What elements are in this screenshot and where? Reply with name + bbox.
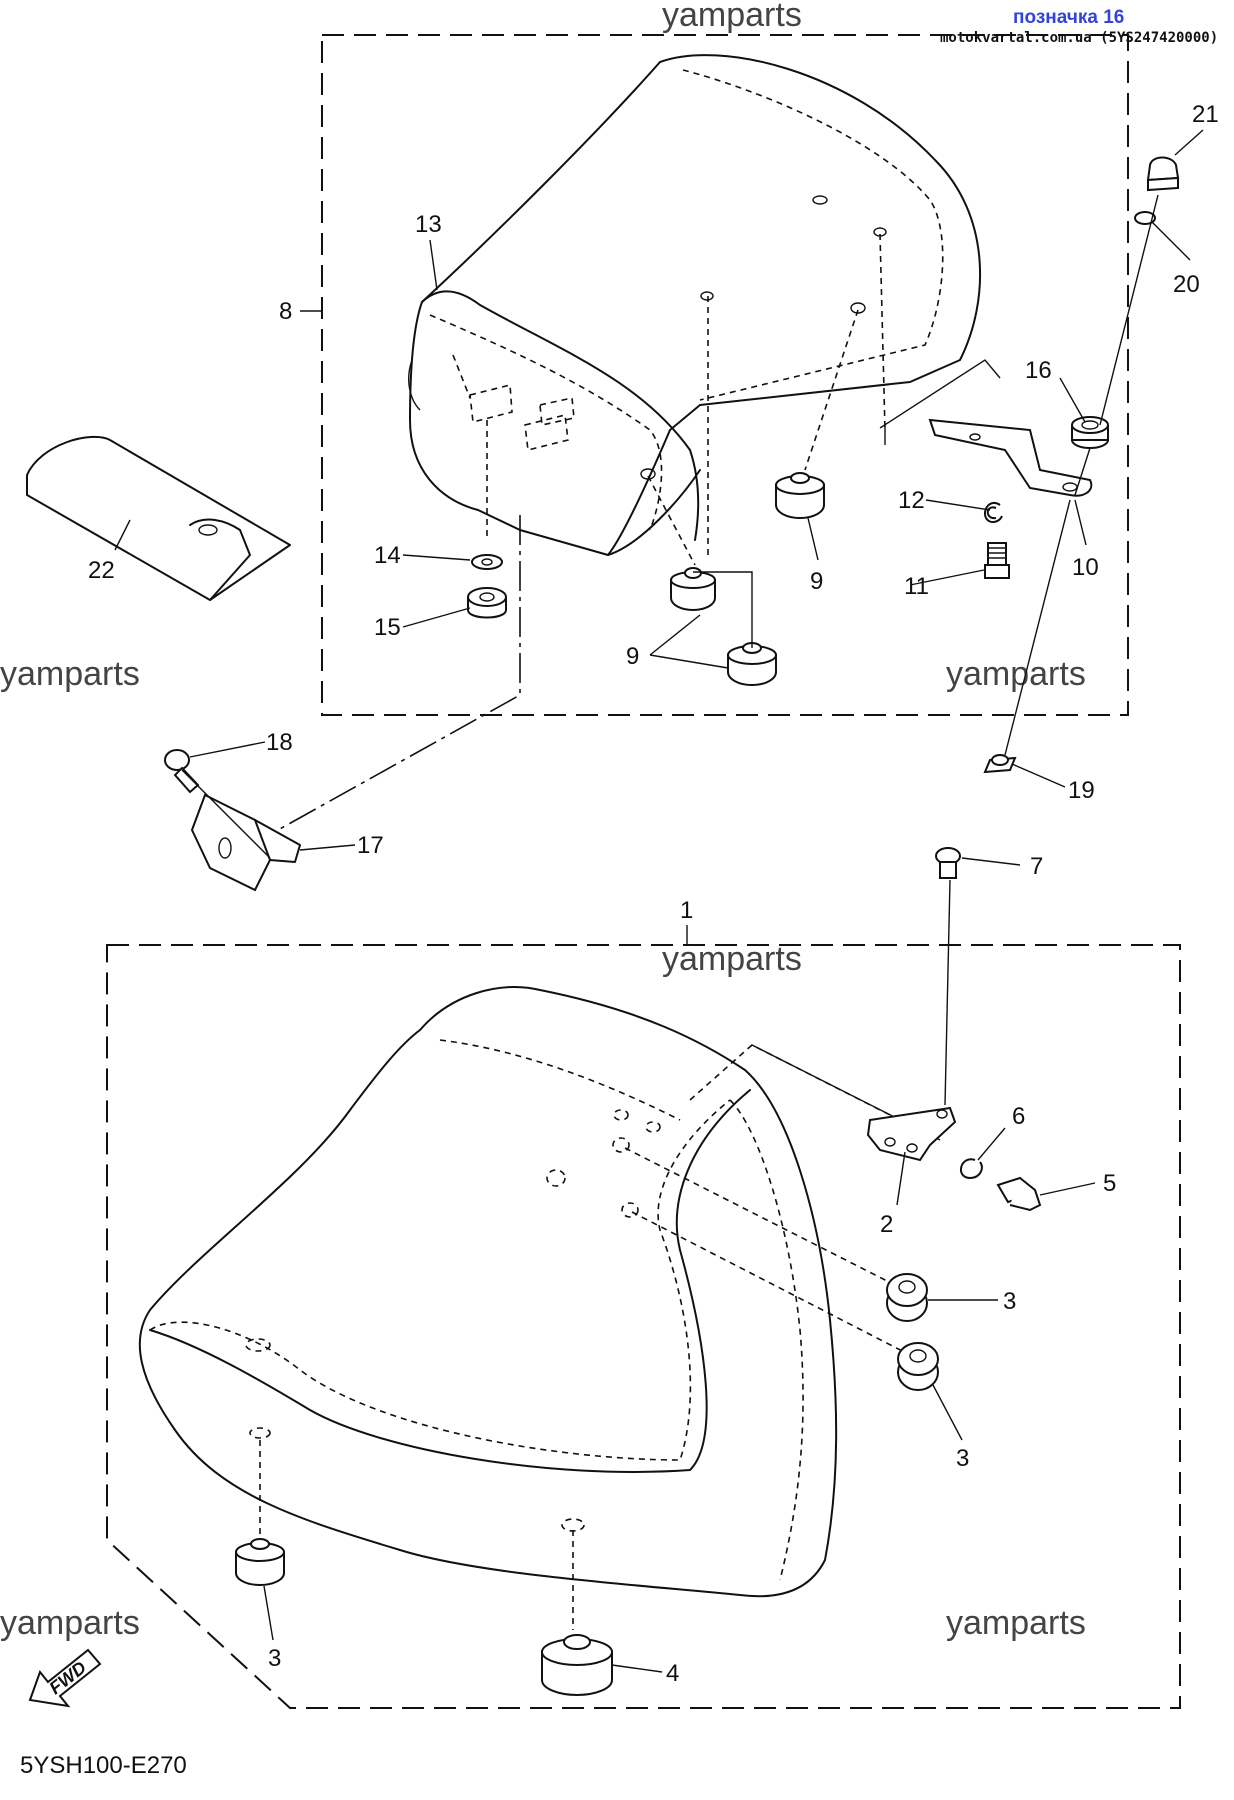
callout-11: 11 [904, 573, 929, 600]
bracket-10 [884, 418, 1093, 497]
callout-3: 3 [268, 1645, 281, 1672]
diagram-code: 5YSH100-E270 [20, 1752, 187, 1779]
washer-19 [983, 754, 1017, 774]
callout-22: 22 [88, 557, 115, 584]
callout-21: 21 [1192, 101, 1219, 128]
damper-3 [235, 1538, 285, 1586]
bracket-17 [181, 769, 301, 892]
callout-13: 13 [415, 211, 442, 238]
callout-12: 12 [898, 487, 925, 514]
damper-9 [670, 567, 716, 611]
callout-numbers: 8 13 14 15 9 9 12 11 10 16 20 21 19 22 1… [88, 101, 1219, 1687]
callout-leaders [114, 129, 1204, 1673]
callout-17: 17 [357, 832, 384, 859]
callout-6: 6 [1012, 1103, 1025, 1130]
axis-line [944, 879, 951, 1106]
callout-20: 20 [1173, 271, 1200, 298]
callout-10: 10 [1072, 554, 1099, 581]
callout-9: 9 [810, 568, 823, 595]
callout-3: 3 [1003, 1288, 1016, 1315]
leader-dash [693, 571, 753, 648]
bolt-18 [164, 749, 200, 794]
damper-4 [541, 1634, 613, 1696]
axis-line [1004, 194, 1159, 756]
watermark: yamparts [0, 655, 140, 693]
watermark: yamparts [946, 1604, 1086, 1642]
front-seat-part-1 [138, 986, 941, 1630]
seat-8-assembly-border [321, 34, 1129, 716]
callout-5: 5 [1103, 1170, 1116, 1197]
nut-15 [467, 587, 507, 619]
rear-seat-part-8 [277, 54, 982, 831]
grommet-16 [1071, 416, 1109, 449]
callout-3: 3 [956, 1445, 969, 1472]
clip-6 [960, 1158, 983, 1180]
callout-8: 8 [279, 298, 292, 325]
callout-16: 16 [1025, 357, 1052, 384]
callout-4: 4 [666, 1660, 679, 1687]
washer-14 [471, 554, 503, 570]
callout-2: 2 [880, 1211, 893, 1238]
watermark: yamparts [662, 940, 802, 978]
watermark: yamparts [662, 0, 802, 34]
source-reference: motokvartal.com.ua (5YS247420000) [940, 30, 1218, 46]
cap-nut-21 [1146, 156, 1180, 192]
clip-12 [984, 501, 1003, 524]
callout-14: 14 [374, 542, 401, 569]
hinge-bracket-2 [866, 1106, 957, 1162]
callout-7: 7 [1030, 853, 1043, 880]
callout-15: 15 [374, 614, 401, 641]
damper-9 [775, 472, 825, 519]
damper-3 [886, 1273, 928, 1322]
callout-9: 9 [626, 643, 639, 670]
callout-18: 18 [266, 729, 293, 756]
cover-22 [26, 435, 291, 601]
seat-1-assembly-border [106, 944, 1181, 1709]
callout-19: 19 [1068, 777, 1095, 804]
callout-1: 1 [680, 897, 693, 924]
diagram-tag: позначка 16 [1013, 7, 1124, 28]
bolt-11 [984, 542, 1010, 579]
watermark: yamparts [946, 655, 1086, 693]
watermark: yamparts [0, 1604, 140, 1642]
bracket-outline-leader [879, 359, 1001, 429]
damper-9 [727, 642, 777, 686]
bolt-7 [935, 847, 961, 879]
forward-arrow-icon: FWD [28, 1648, 102, 1708]
damper-3 [897, 1342, 939, 1391]
bolt-5 [996, 1176, 1042, 1212]
washer-20 [1134, 211, 1156, 225]
